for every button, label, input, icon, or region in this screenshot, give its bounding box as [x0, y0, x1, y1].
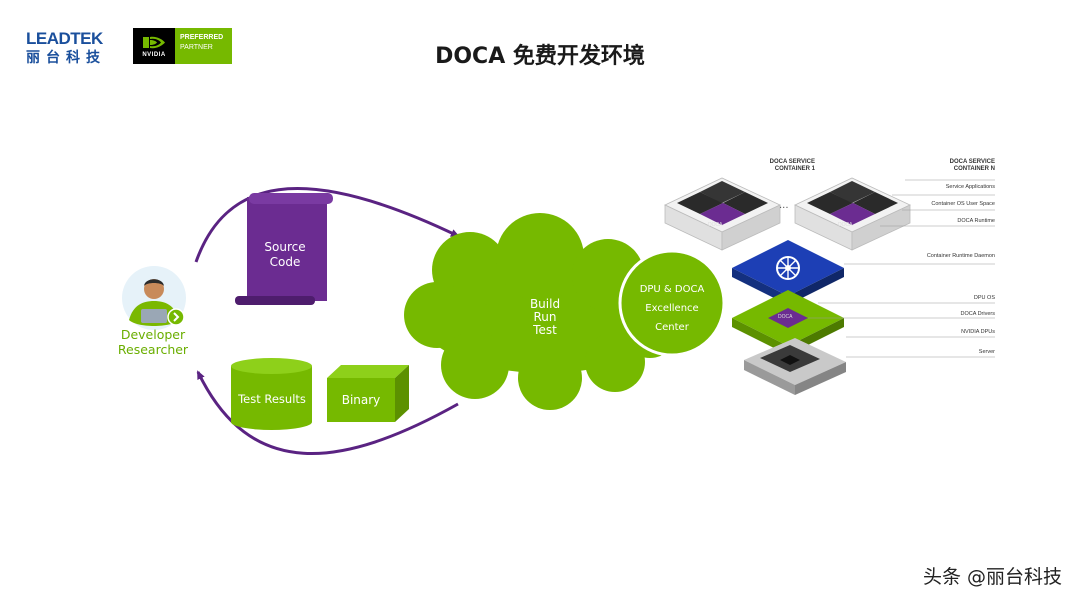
nvidia-partner-badge: NVIDIA PREFERRED PARTNER — [133, 28, 232, 64]
binary-cube — [327, 365, 409, 422]
developer-label-line1: Developer — [120, 327, 186, 342]
leadtek-logo-cn: 丽台科技 — [26, 50, 106, 66]
nvidia-logo: NVIDIA — [133, 28, 175, 64]
chip-label-n: DOCA — [838, 222, 853, 228]
nvidia-eye-icon — [143, 36, 165, 48]
leadtek-logo-text: LEADTEK — [26, 29, 103, 48]
cloud-label-line2: Run — [533, 310, 557, 324]
developer-label-line2: Researcher — [117, 342, 189, 357]
build-run-test-cloud — [404, 213, 678, 410]
server-board — [744, 338, 846, 395]
container-1-label: DOCA SERVICE CONTAINER 1 — [755, 159, 815, 173]
layer-label-doca-runtime: DOCA Runtime — [957, 218, 995, 224]
flow-arrow-bottom — [196, 370, 459, 456]
source-code-label-line2: Code — [269, 255, 301, 269]
container-1-label-line2: CONTAINER 1 — [774, 166, 815, 172]
kubernetes-icon — [776, 256, 800, 280]
test-results-label: Test Results — [238, 392, 306, 406]
page-title: DOCA 免费开发环境 — [435, 44, 645, 69]
layer-label-container-os: Container OS User Space — [931, 201, 995, 207]
excellence-label-line3: Center — [655, 322, 689, 333]
excellence-center-label: DPU & DOCA Excellence Center — [624, 280, 720, 337]
test-results-cylinder — [231, 358, 312, 430]
excellence-label-line1: DPU & DOCA — [639, 284, 705, 295]
chip-label-dpu: DOCA — [778, 314, 793, 320]
chip-label-1: DOCA — [708, 222, 723, 228]
source-code-scroll — [235, 193, 333, 305]
badge-line-1: PREFERRED — [180, 34, 224, 41]
source-code-label-line1: Source — [264, 240, 306, 254]
dpu-os-layer — [732, 290, 844, 355]
cloud-label-line1: Build — [529, 297, 561, 311]
service-container-1 — [664, 177, 781, 251]
flow-arrow-top — [194, 187, 460, 263]
layer-label-nvidia-dpus: NVIDIA DPUs — [961, 329, 995, 335]
badge-line-2: PARTNER — [180, 44, 213, 51]
binary-label: Binary — [341, 393, 381, 407]
container-n-label: DOCA SERVICE CONTAINER N — [935, 159, 995, 173]
developer-avatar-icon — [122, 266, 186, 330]
service-container-n — [794, 177, 911, 251]
layer-label-container-runtime: Container Runtime Daemon — [926, 253, 995, 259]
excellence-label-line2: Excellence — [645, 303, 699, 314]
container-ellipsis: ... — [779, 200, 789, 211]
nvidia-wordmark: NVIDIA — [142, 51, 166, 58]
layer-label-doca-drivers: DOCA Drivers — [960, 311, 995, 317]
cloud-label-line3: Test — [533, 323, 557, 337]
container-n-label-line1: DOCA SERVICE — [949, 159, 995, 165]
layer-label-dpu-os: DPU OS — [973, 295, 995, 301]
source-code-label: Source Code — [250, 240, 320, 270]
developer-label: Developer Researcher — [100, 327, 206, 357]
layer-label-service-applications: Service Applications — [945, 184, 995, 190]
excellence-center-circle — [618, 249, 726, 357]
doca-stack-diagram — [664, 177, 995, 395]
leadtek-logo: LEADTEK 丽台科技 — [26, 30, 126, 68]
layer-label-server: Server — [978, 349, 995, 355]
watermark: 头条 @丽台科技 — [922, 566, 1062, 588]
cloud-label: Build Run Test — [505, 298, 585, 337]
container-1-label-line1: DOCA SERVICE — [769, 159, 815, 165]
leader-lines — [808, 179, 995, 358]
container-n-label-line2: CONTAINER N — [953, 166, 995, 172]
